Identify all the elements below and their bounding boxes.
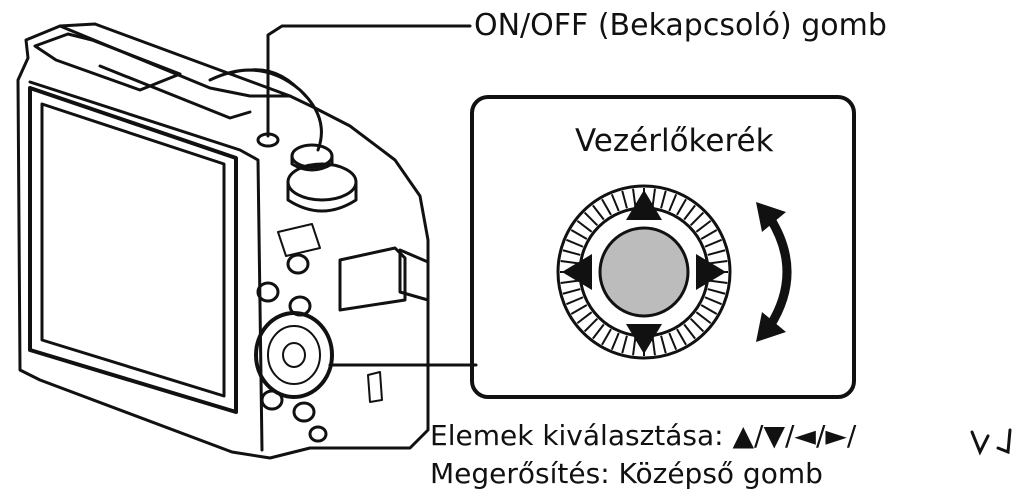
power-button-label: ON/OFF (Bekapcsoló) gomb: [474, 8, 887, 43]
wheel-tick: [660, 190, 667, 209]
arrow-left-icon: [562, 254, 592, 290]
wheel-tick: [601, 328, 612, 346]
wheel-tick: [651, 337, 656, 356]
lens-ring: [208, 68, 323, 152]
wheel-tick: [560, 279, 579, 284]
side-panel: [398, 248, 430, 302]
wheel-tick: [683, 323, 696, 340]
top-plate: [58, 24, 292, 98]
wheel-tick: [695, 311, 712, 324]
wheel-tick: [676, 328, 687, 346]
wheel-tick: [560, 260, 579, 265]
wheel-tick: [562, 288, 581, 295]
wheel-tick: [707, 249, 726, 256]
wheel-tick: [700, 229, 718, 240]
mode-dial: [286, 162, 358, 213]
wheel-tick: [700, 304, 718, 315]
wheel-tick: [704, 296, 722, 306]
wheel-ticks: [560, 188, 728, 356]
wheel-tick: [660, 335, 667, 354]
wheel-tick: [621, 190, 628, 209]
wheel-tick: [683, 204, 696, 221]
top-detail: [98, 64, 252, 120]
camera-control-wheel: [254, 311, 334, 399]
wheel-tick: [689, 211, 705, 227]
wheel-tick: [621, 335, 628, 354]
wheel-tick: [592, 204, 605, 221]
camera-illustration: [16, 22, 430, 460]
power-leader-line: [266, 24, 472, 138]
wheel-tick: [668, 194, 678, 212]
wheel-tick: [562, 249, 581, 256]
wheel-tick: [610, 332, 620, 350]
wheel-tick: [583, 317, 599, 333]
screen: [40, 102, 226, 398]
wheel-tick: [570, 304, 588, 315]
select-items-caption: Elemek kiválasztása: ▲/▼/◄/►/: [430, 419, 857, 452]
back-buttons: [256, 223, 328, 443]
camera-back-edge: [28, 80, 264, 452]
rotate-glyph-icon: [970, 428, 1012, 456]
wheel-tick: [632, 188, 637, 207]
wheel-tick: [668, 332, 678, 350]
wheel-tick: [576, 220, 593, 233]
callout-box: [470, 95, 856, 399]
wheel-tick: [707, 288, 726, 295]
wheel-tick: [576, 311, 593, 324]
confirm-caption: Megerősítés: Középső gomb: [430, 457, 823, 490]
arrow-up-icon: [626, 190, 662, 220]
wheel-tick: [651, 188, 656, 207]
wheel-tick: [704, 238, 722, 248]
wheel-tick: [695, 220, 712, 233]
camera-top-outline: [16, 22, 430, 460]
wheel-tick: [689, 317, 705, 333]
wheel-tick: [676, 198, 687, 216]
wheel-tick: [583, 211, 599, 227]
wheel-tick: [610, 194, 620, 212]
wheel-tick: [566, 296, 584, 306]
rotate-arrow-icon: [756, 202, 792, 342]
center-button: [598, 226, 690, 318]
wheel-tick: [709, 279, 728, 284]
arrow-down-icon: [626, 324, 662, 354]
wheel-tick: [592, 323, 605, 340]
wheel-tick: [632, 337, 637, 356]
arrow-right-icon: [696, 254, 726, 290]
wheel-tick: [570, 229, 588, 240]
wheel-tick: [601, 198, 612, 216]
control-wheel-title: Vezérlőkerék: [575, 123, 774, 159]
screen-frame: [28, 86, 238, 414]
popup-flash: [33, 32, 182, 92]
wheel-tick: [709, 260, 728, 265]
wheel-tick: [566, 238, 584, 248]
